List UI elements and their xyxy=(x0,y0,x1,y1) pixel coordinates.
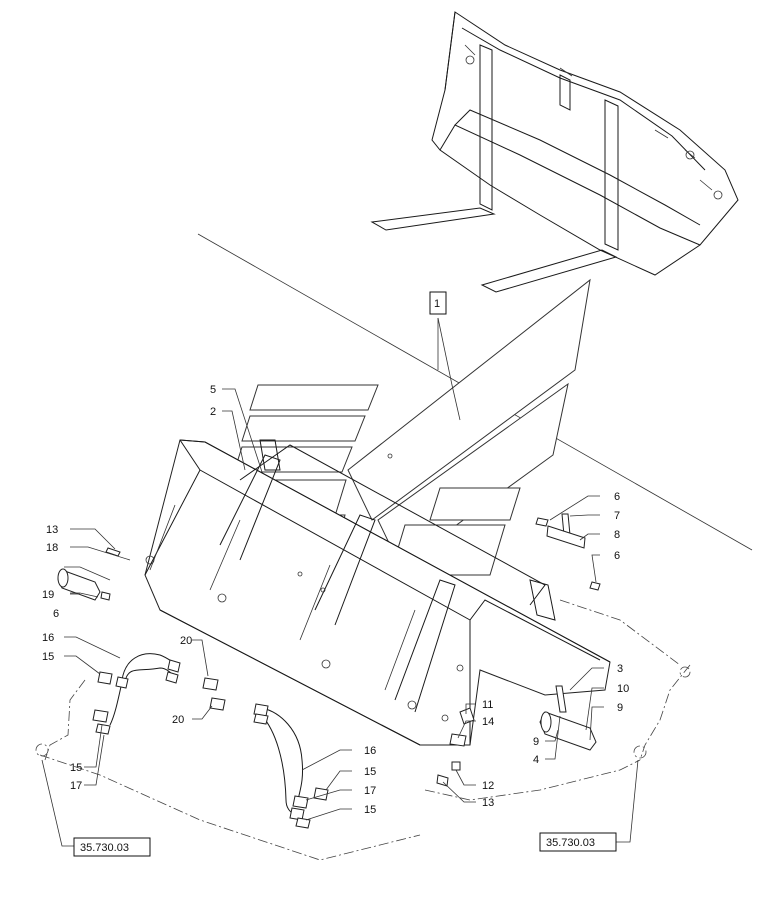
callout-6-right-bottom: 6 xyxy=(614,550,620,562)
callout-2: 2 xyxy=(210,406,216,418)
callout-11: 11 xyxy=(482,699,493,711)
callout-17-left: 17 xyxy=(70,780,82,792)
callout-16-left: 16 xyxy=(42,632,54,644)
reference-box-right xyxy=(539,832,617,852)
callout-8: 8 xyxy=(614,529,620,541)
callout-9-right: 9 xyxy=(617,702,623,714)
callout-18: 18 xyxy=(46,542,58,554)
callout-4: 4 xyxy=(533,754,539,766)
callout-6-right-top: 6 xyxy=(614,491,620,503)
callout-15-left-top: 15 xyxy=(42,651,54,663)
callout-15-right-bottom: 15 xyxy=(364,804,376,816)
ghost-outlines xyxy=(35,599,691,861)
callout-9-left: 9 xyxy=(533,736,539,748)
callout-17-right: 17 xyxy=(364,785,376,797)
callout-19: 19 xyxy=(42,589,54,601)
leader-lines xyxy=(41,317,639,847)
callout-16-right: 16 xyxy=(364,745,376,757)
callout-13-left: 13 xyxy=(46,524,58,536)
callout-20-top: 20 xyxy=(180,635,192,647)
reference-right: 35.730.03 xyxy=(546,837,595,849)
callout-7: 7 xyxy=(614,510,620,522)
callout-15-right-top: 15 xyxy=(364,766,376,778)
callout-20-bottom: 20 xyxy=(172,714,184,726)
callout-5: 5 xyxy=(210,384,216,396)
callout-15-left-bottom: 15 xyxy=(70,762,82,774)
callout-14: 14 xyxy=(482,716,494,728)
callout-1: 1 xyxy=(434,298,440,310)
callout-12: 12 xyxy=(482,780,494,792)
reference-boxes: 35.730.03 35.730.03 xyxy=(73,832,617,857)
reference-left: 35.730.03 xyxy=(80,842,129,854)
pallet-fork-attachment xyxy=(370,11,739,293)
callout-3: 3 xyxy=(617,663,623,675)
callout-labels: 1 5 2 13 18 19 6 16 15 15 17 20 20 6 7 8… xyxy=(42,291,629,816)
callout-6-left: 6 xyxy=(53,608,59,620)
callout-13-right: 13 xyxy=(482,797,494,809)
callout-10: 10 xyxy=(617,683,629,695)
reference-box-left xyxy=(73,837,151,857)
callout-1-box xyxy=(429,291,447,315)
loader-bucket xyxy=(144,439,611,746)
